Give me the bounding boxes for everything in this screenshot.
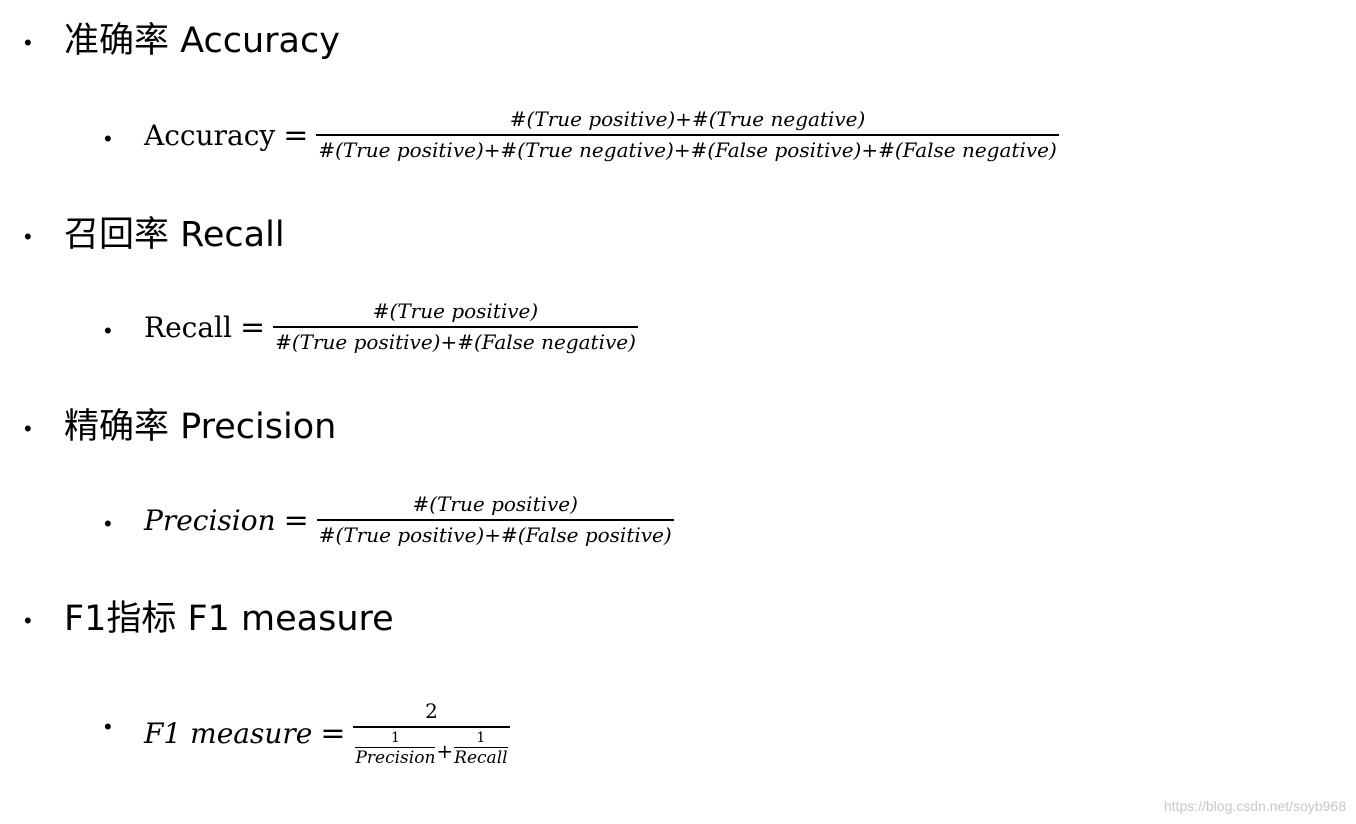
formula-accuracy-numerator: #(True positive)+#(True negative)	[509, 107, 866, 131]
heading-bullet-accuracy: •	[24, 30, 32, 55]
formula-precision-denominator: #(True positive)+#(False positive)	[316, 519, 674, 547]
formula-precision-equals: =	[283, 502, 309, 538]
heading-f1: F1指标 F1 measure	[64, 599, 394, 639]
formula-f1-precision-fraction: 1 Precision	[355, 730, 436, 768]
formula-bullet-f1: •	[104, 714, 112, 739]
formula-recall: Recall = #(True positive) #(True positiv…	[144, 300, 638, 354]
formula-f1-lhs: F1 measure	[144, 717, 313, 751]
formula-accuracy-fraction: #(True positive)+#(True negative) #(True…	[316, 107, 1059, 162]
heading-bullet-recall: •	[24, 224, 32, 249]
formula-f1-plus: +	[436, 738, 454, 763]
formula-f1-precision-denominator: Precision	[355, 746, 436, 768]
formula-f1-precision-numerator: 1	[390, 730, 400, 746]
heading-precision: 精确率 Precision	[64, 407, 337, 447]
heading-recall: 召回率 Recall	[64, 215, 285, 255]
formula-f1-recall-numerator: 1	[476, 730, 486, 746]
formula-accuracy-denominator: #(True positive)+#(True negative)+#(Fals…	[316, 134, 1059, 162]
formula-f1-numerator: 2	[425, 699, 438, 723]
heading-bullet-precision: •	[24, 416, 32, 441]
formula-recall-numerator: #(True positive)	[372, 299, 539, 323]
formula-recall-denominator: #(True positive)+#(False negative)	[273, 326, 638, 354]
formula-f1-equals: =	[320, 716, 346, 752]
formula-precision-lhs: Precision	[144, 503, 276, 537]
formula-recall-fraction: #(True positive) #(True positive)+#(Fals…	[273, 300, 638, 354]
heading-bullet-f1: •	[24, 608, 32, 633]
formula-f1-fraction: 2 1 Precision + 1 Recall	[353, 699, 510, 768]
formula-accuracy-equals: =	[283, 117, 309, 153]
formula-f1-recall-denominator: Recall	[454, 746, 508, 768]
formula-f1-denominator: 1 Precision + 1 Recall	[353, 726, 510, 768]
formula-bullet-accuracy: •	[104, 126, 112, 151]
formula-bullet-recall: •	[104, 318, 112, 343]
formula-accuracy: Accuracy = #(True positive)+#(True negat…	[144, 108, 1059, 162]
formula-precision-numerator: #(True positive)	[412, 492, 578, 516]
formula-accuracy-lhs: Accuracy	[144, 118, 276, 152]
watermark: https://blog.csdn.net/soyb968	[1163, 798, 1346, 814]
formula-precision: Precision = #(True positive) #(True posi…	[144, 493, 674, 547]
formula-bullet-precision: •	[104, 511, 112, 536]
formula-recall-equals: =	[239, 309, 266, 345]
formula-f1: F1 measure = 2 1 Precision + 1 Recall	[144, 700, 510, 768]
formula-recall-lhs: Recall	[144, 310, 232, 344]
formula-f1-recall-fraction: 1 Recall	[454, 730, 508, 768]
formula-precision-fraction: #(True positive) #(True positive)+#(Fals…	[316, 492, 674, 547]
heading-accuracy: 准确率 Accuracy	[64, 21, 340, 61]
